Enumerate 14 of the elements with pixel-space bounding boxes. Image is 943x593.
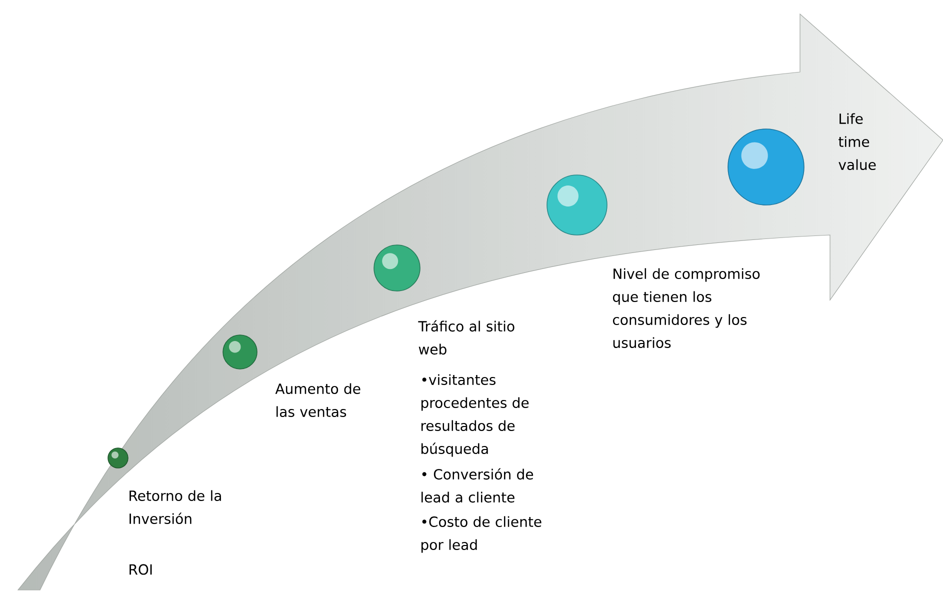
sphere	[728, 128, 804, 206]
step-label: •Costo de cliente por lead	[421, 516, 542, 553]
sphere	[222, 334, 258, 370]
step-label: Nivel de compromiso que tienen los consumidores y los usuarios	[612, 268, 760, 348]
step-label: Aumento de las ventas	[275, 383, 360, 418]
step-label: •visitantes procedentes de resultados de búsqueda	[421, 374, 529, 457]
sphere	[546, 174, 608, 236]
step-label: Life time value	[838, 113, 876, 170]
sphere	[108, 448, 128, 468]
step-label: • Conversión de lead a cliente	[422, 468, 534, 503]
step-label: ROI	[130, 564, 152, 575]
step-label: Tráfico al sitio web	[418, 320, 514, 355]
sphere	[374, 244, 420, 292]
step-label: Retorno de la Inversión	[130, 490, 221, 524]
